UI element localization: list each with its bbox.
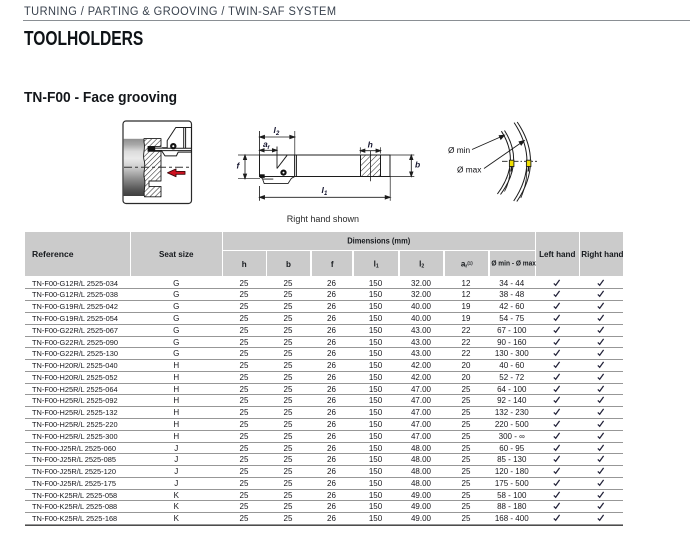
svg-text:b: b [415, 160, 420, 170]
svg-text:h: h [368, 140, 373, 150]
svg-text:Ø max: Ø max [457, 165, 482, 175]
svg-text:1: 1 [324, 191, 328, 197]
svg-text:2: 2 [275, 131, 280, 137]
svg-text:l: l [322, 185, 325, 195]
svg-text:l: l [274, 125, 277, 135]
svg-text:Ø min: Ø min [448, 145, 471, 155]
svg-text:a: a [263, 139, 268, 149]
svg-text:f: f [237, 161, 241, 171]
svg-text:r: r [268, 145, 271, 151]
